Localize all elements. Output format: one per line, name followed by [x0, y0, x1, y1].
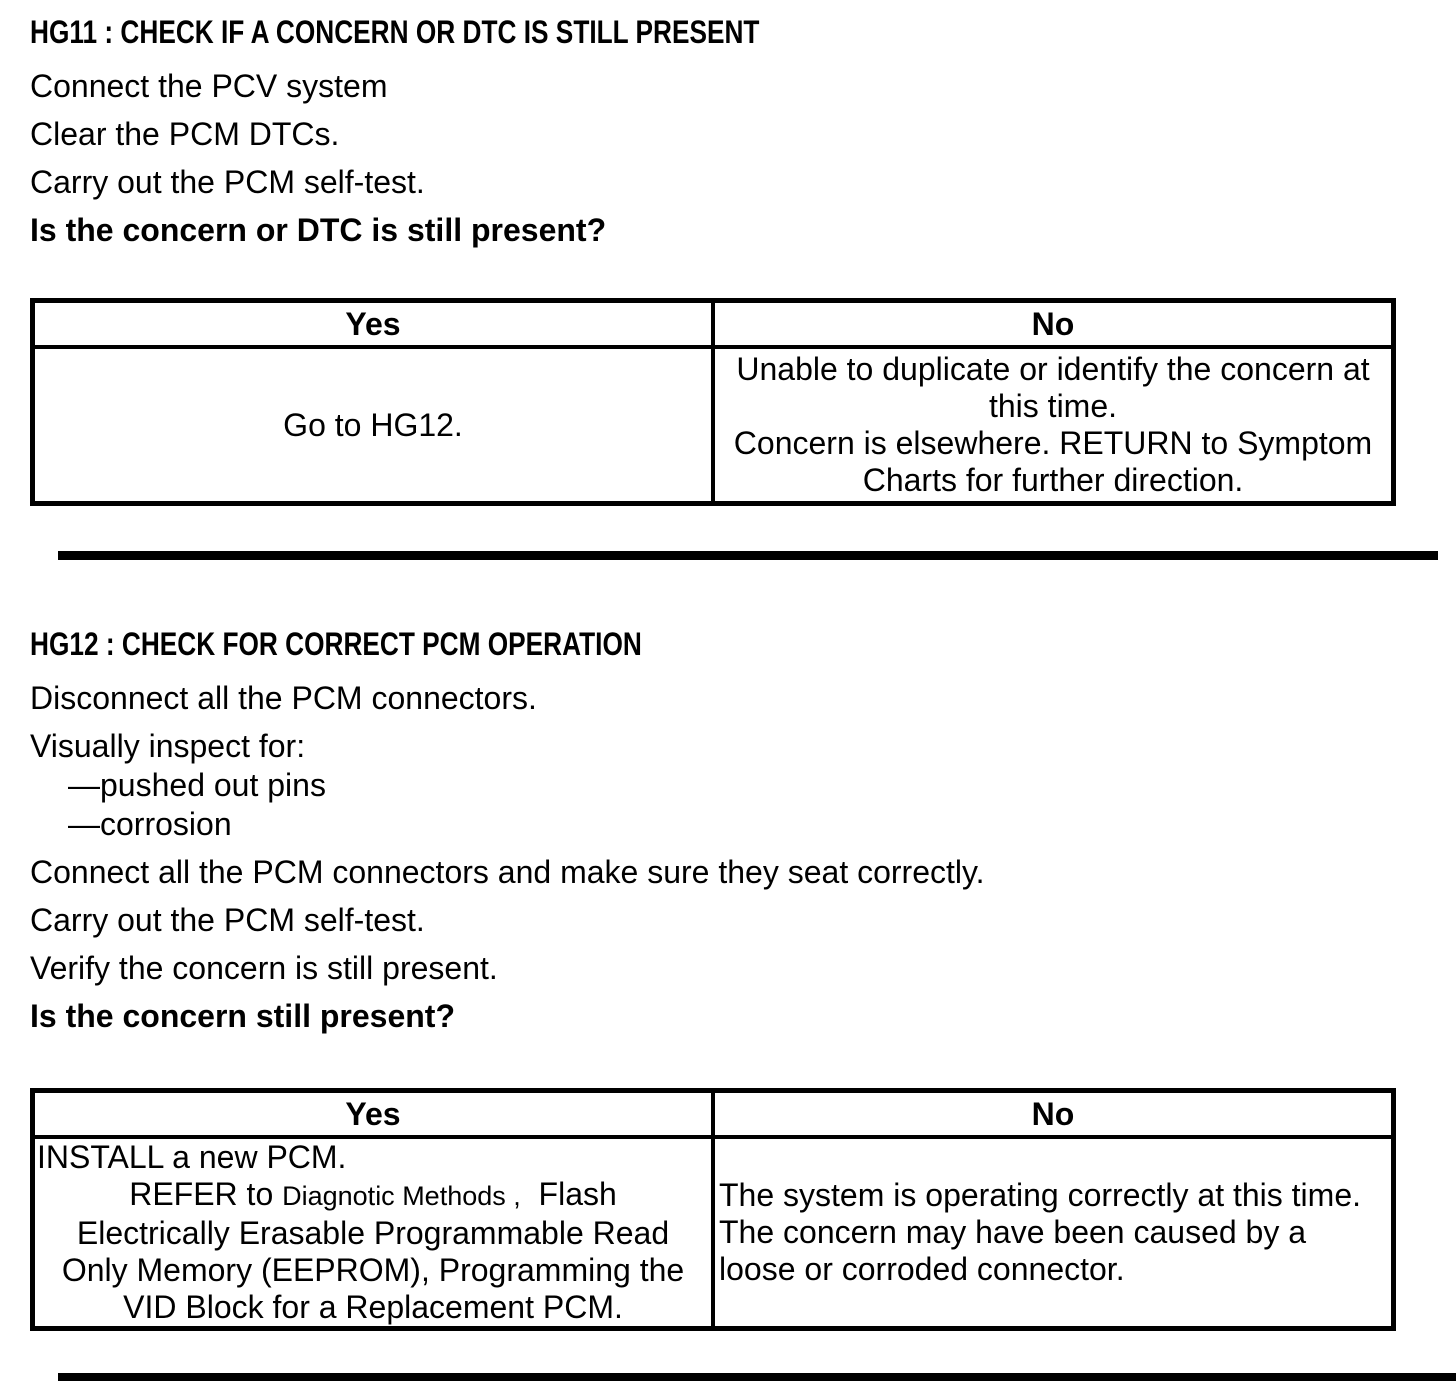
hg11-table-body-row: Go to HG12. Unable to duplicate or ident…: [30, 345, 1396, 506]
hg11-no-paragraph-2: Concern is elsewhere. RETURN to Symptom …: [733, 425, 1373, 498]
page-bottom-rule: [58, 1373, 1456, 1381]
page-content: HG11 : CHECK IF A CONCERN OR DTC IS STIL…: [30, 0, 1456, 1381]
hg12-yes-line-1: INSTALL a new PCM.: [37, 1139, 347, 1175]
refer-suffix-text: Flash: [520, 1176, 617, 1212]
hg12-yes-header: Yes: [30, 1088, 715, 1139]
hg11-decision-table: Yes No Go to HG12. Unable to duplicate o…: [30, 298, 1396, 506]
hg11-step-2: Clear the PCM DTCs.: [30, 116, 340, 152]
hg11-no-header: No: [711, 298, 1396, 349]
hg11-heading: HG11 : CHECK IF A CONCERN OR DTC IS STIL…: [30, 14, 760, 50]
diagnostic-methods-reference: Diagnotic Methods ,: [282, 1181, 521, 1211]
hg11-yes-cell: Go to HG12.: [30, 345, 715, 506]
section-hg11: HG11 : CHECK IF A CONCERN OR DTC IS STIL…: [30, 0, 1396, 506]
hg11-step-1: Connect the PCV system: [30, 68, 388, 104]
hg12-no-header: No: [711, 1088, 1396, 1139]
hg12-no-paragraph-1: The system is operating correctly at thi…: [719, 1177, 1361, 1213]
hg12-table-header-row: Yes No: [30, 1088, 1396, 1139]
hg12-step-2: Visually inspect for:: [30, 728, 306, 764]
section-divider-rule: [58, 551, 1438, 560]
hg12-question: Is the concern still present?: [30, 998, 455, 1034]
hg11-yes-header: Yes: [30, 298, 715, 349]
hg11-table-header-row: Yes No: [30, 298, 1396, 349]
hg12-table-body-row: INSTALL a new PCM. REFER to Diagnotic Me…: [30, 1135, 1396, 1331]
hg12-yes-line-4: Only Memory (EEPROM), Programming the: [61, 1252, 685, 1288]
hg12-step-5: Verify the concern is still present.: [30, 950, 498, 986]
hg12-yes-line-2: REFER to Diagnotic Methods , Flash: [37, 1176, 709, 1215]
hg11-question: Is the concern or DTC is still present?: [30, 212, 607, 248]
hg12-step-3: Connect all the PCM connectors and make …: [30, 854, 985, 890]
hg12-decision-table: Yes No INSTALL a new PCM. REFER to Diagn…: [30, 1088, 1396, 1331]
hg12-step-4: Carry out the PCM self-test.: [30, 902, 425, 938]
hg12-yes-line-5: VID Block for a Replacement PCM.: [123, 1289, 623, 1325]
hg12-no-cell: The system is operating correctly at thi…: [711, 1135, 1396, 1331]
section-hg12: HG12 : CHECK FOR CORRECT PCM OPERATION D…: [30, 626, 1396, 1331]
hg12-inspect-item-1: —pushed out pins: [68, 767, 326, 803]
refer-prefix-text: REFER to: [129, 1176, 283, 1212]
hg12-step-1: Disconnect all the PCM connectors.: [30, 680, 537, 716]
hg12-yes-line-3: Electrically Erasable Programmable Read: [76, 1215, 670, 1251]
hg12-no-paragraph-2: The concern may have been caused by a lo…: [719, 1214, 1307, 1287]
hg11-step-3: Carry out the PCM self-test.: [30, 164, 425, 200]
hg12-inspect-item-2: —corrosion: [68, 806, 232, 842]
hg12-yes-cell: INSTALL a new PCM. REFER to Diagnotic Me…: [30, 1135, 715, 1331]
hg11-no-paragraph-1: Unable to duplicate or identify the conc…: [736, 351, 1370, 424]
hg12-heading: HG12 : CHECK FOR CORRECT PCM OPERATION: [30, 626, 642, 662]
hg11-no-cell: Unable to duplicate or identify the conc…: [711, 345, 1396, 506]
